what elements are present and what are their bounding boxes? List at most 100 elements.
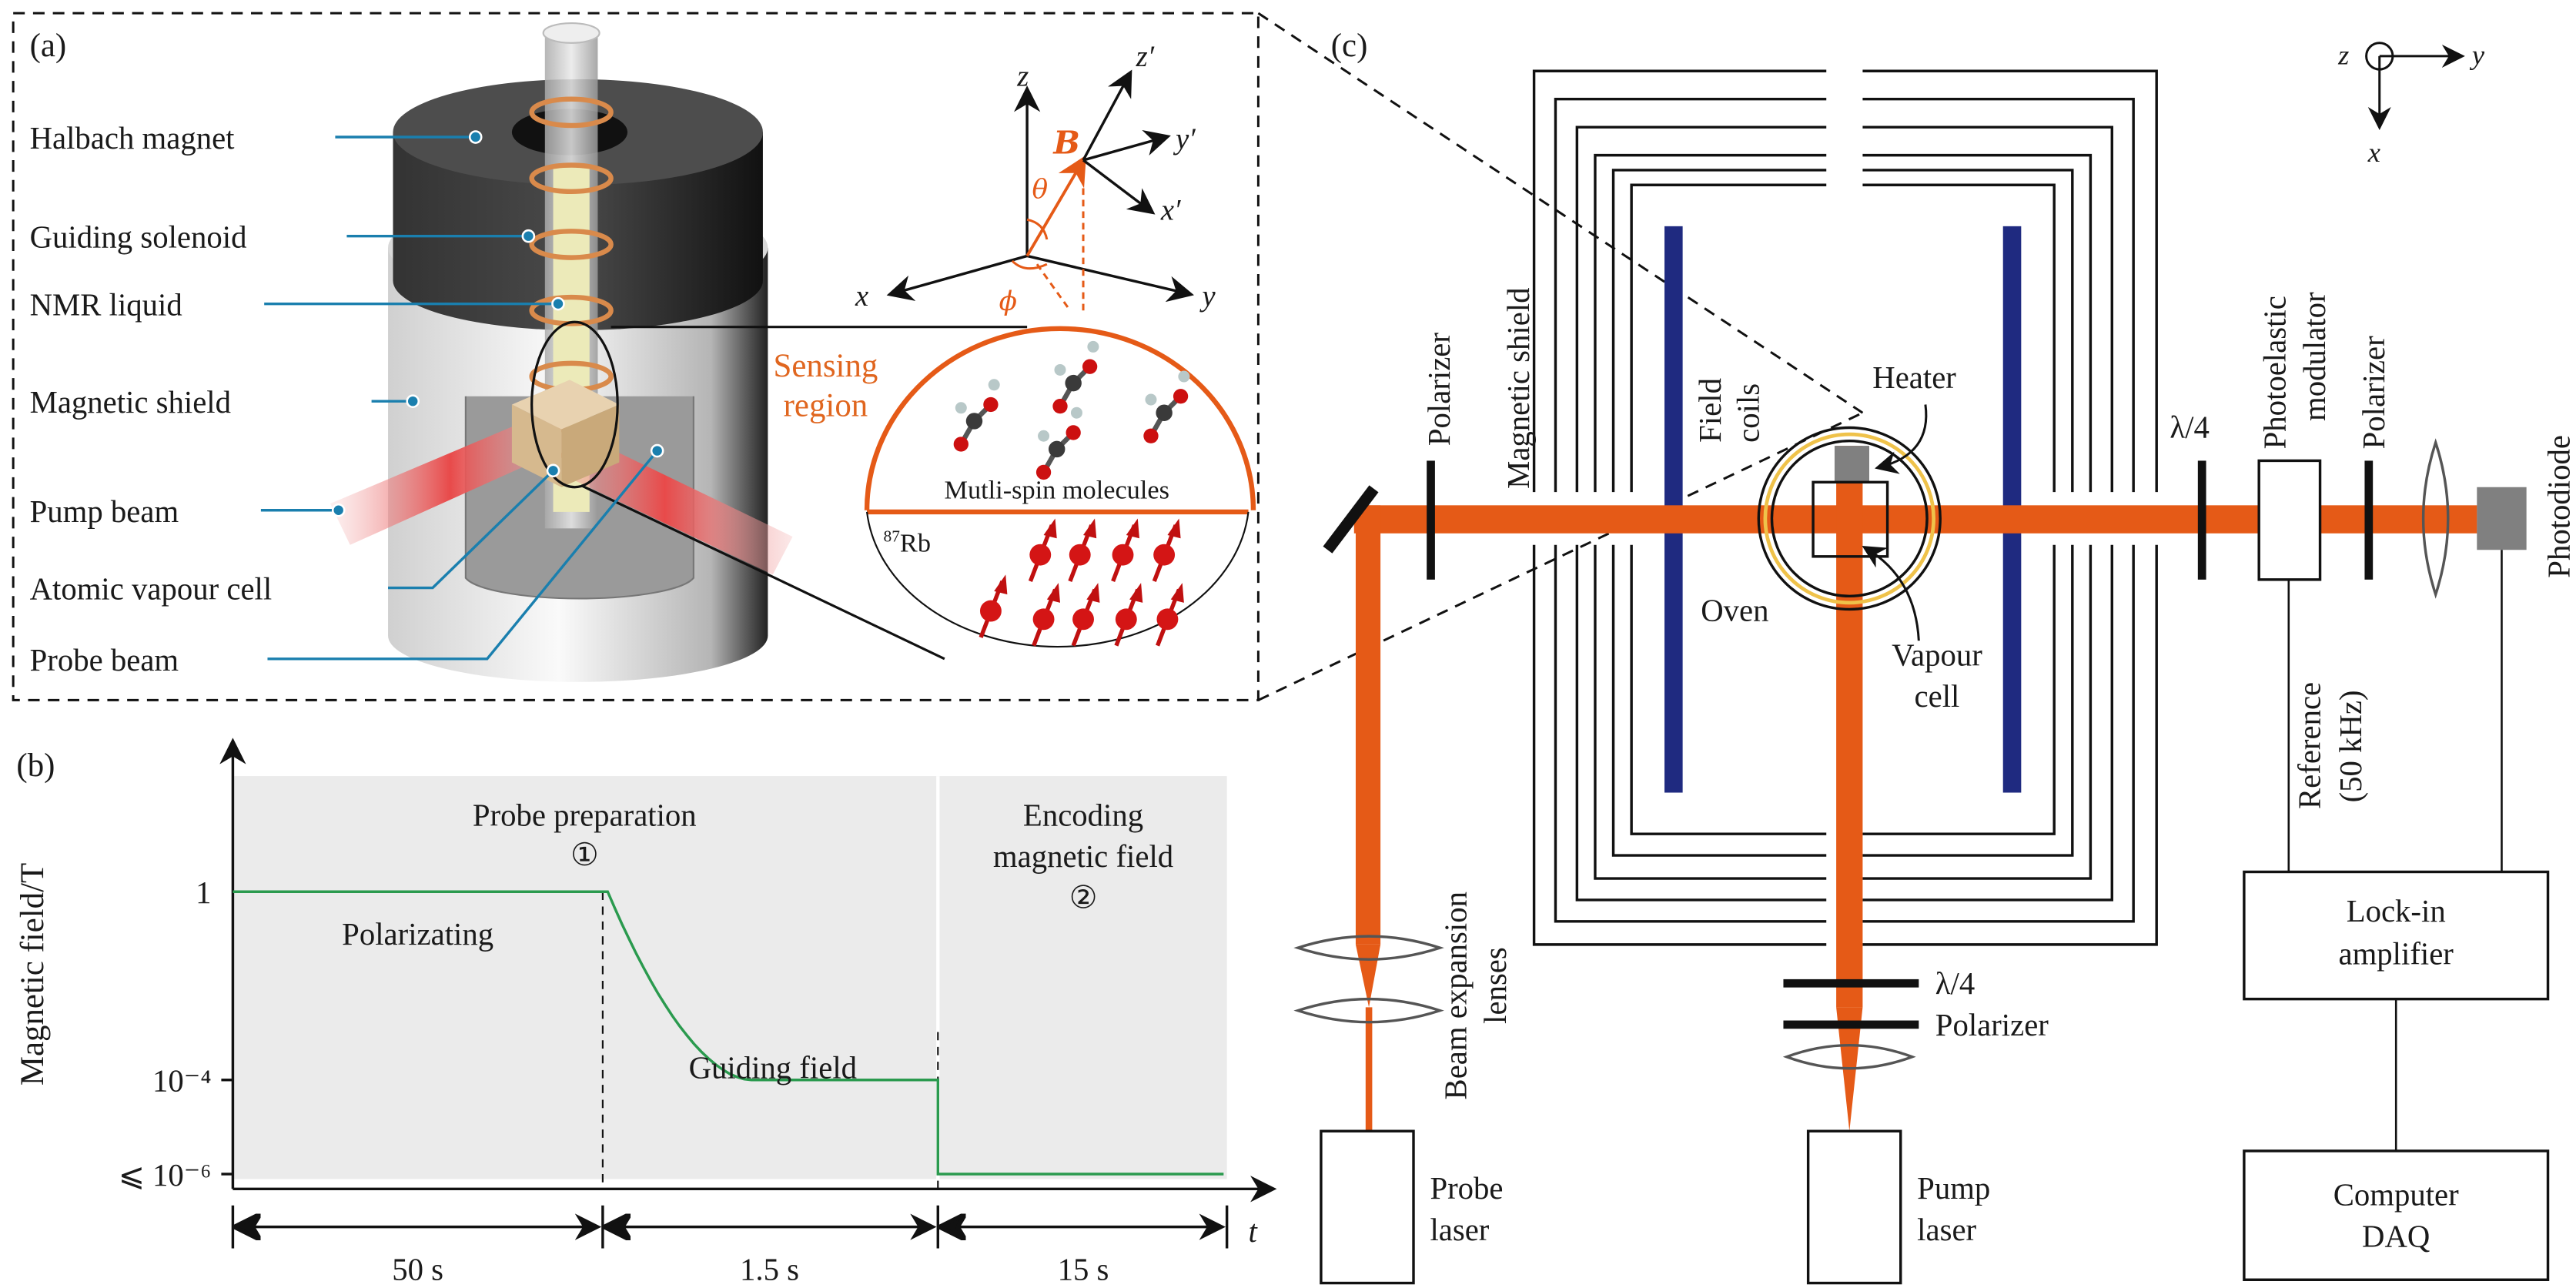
carbon-atom [965,413,983,430]
coordinate-indicator: z y x [2337,40,2485,169]
y-tick-label: 1 [196,875,211,910]
hydrogen-atom [988,379,1000,391]
label-magnetic-shield: Magnetic shield [30,385,231,420]
spin-arrowhead [1046,583,1061,603]
panel-a-tag: (a) [30,28,67,64]
signal-wires [2287,550,2503,1151]
spin-arrowhead [1083,518,1097,539]
label-x: x [855,280,868,313]
y-axis-label: Magnetic field/T [15,863,51,1086]
carbon-atom [1065,374,1082,392]
label-polarizer-left: Polarizer [1422,333,1457,447]
projection-line-2 [1035,263,1072,312]
hydrogen-atom [1178,370,1190,383]
label-heater: Heater [1872,360,1956,395]
spin-arrowhead [1043,518,1057,539]
y-tick-label: 10⁻⁴ [152,1064,211,1099]
callout-dots [331,130,664,517]
theta-arc [1026,218,1049,240]
sensing-region-inset: Sensing region Mutli-spin molecules 87Rb [774,326,1256,648]
coord-x: x [2367,137,2380,168]
hydrogen-atom [1054,363,1066,376]
shield-layer [1594,153,2093,880]
rb-atom [1156,608,1179,631]
magnetic-shield-layers [1532,69,2158,946]
spin-arrowhead [994,574,1008,595]
zoom-link-bottom [1257,411,1864,701]
vapour-cell-top [511,380,620,430]
vapour-cell [1812,480,1889,558]
rb-arc [865,511,1250,648]
duration-3: 15 s [1058,1252,1109,1286]
rb-atom [979,600,1002,622]
hydrogen-atom [1038,430,1050,442]
spin-arrowhead [1167,518,1181,539]
panel-c: (c) [1257,12,2576,1285]
xp-axis [1082,159,1156,215]
rb-atom [1029,544,1052,566]
sensing-region-label-2: region [784,388,868,424]
polarizer-right [2364,460,2374,580]
probe-laser [1320,1129,1415,1285]
label-guiding-solenoid: Guiding solenoid [30,220,247,255]
zoom-link-top [1257,12,1864,414]
callout-labels: Halbach magnet Guiding solenoid NMR liqu… [30,121,273,677]
label-vapour-cell-2: cell [1915,679,1960,714]
quarter-wave-plate-pump [1783,979,1919,988]
y-axis [1026,254,1194,303]
zoom-line-bottom [580,484,945,661]
shield-layer [1611,169,2074,857]
oven-outer [1757,426,1942,611]
label-photodiode: Photodiode [2541,435,2576,578]
rb-spin-group [979,518,1184,647]
panel-a-border [12,12,1260,701]
x-axis [886,254,1028,301]
apparatus-illustration [330,22,1028,682]
label-pump-laser-2: laser [1917,1213,1976,1247]
duration-arrows [231,1205,1229,1249]
annotation-encoding: Encoding [1023,798,1143,832]
field-trace [233,890,1224,1176]
beam-expansion-lens-2 [1293,997,1444,1024]
label-y: y [1199,280,1216,313]
panel-c-tag: (c) [1331,28,1368,64]
panel-b-tag: (b) [16,748,55,784]
annotation-marker-2: ② [1069,881,1098,915]
spin-arrowhead [1170,583,1184,603]
label-polarizer-pump: Polarizer [1935,1008,2049,1042]
label-probe-laser-2: laser [1430,1213,1489,1247]
vapour-cell-pointer [1862,546,1920,641]
label-reference-1: Reference [2293,682,2327,809]
annotation-polarizating: Polarizating [342,917,493,952]
label-phi: ϕ [999,286,1017,317]
oxygen-atom [1066,425,1081,440]
label-probe-beam: Probe beam [30,643,179,677]
y-tick-label: ⩽ 10⁻⁶ [119,1158,212,1193]
molecule-group [953,340,1190,480]
label-pem-1: Photoelastic [2258,296,2293,449]
probe-beam-narrow [1365,1007,1373,1132]
label-yp: y′ [1173,123,1196,156]
oxygen-atom [1082,359,1098,374]
label-z: z [1016,61,1029,93]
heater-block [1834,446,1869,483]
label-quarter-wave-right: λ/4 [2170,410,2209,444]
label-quarter-wave-pump: λ/4 [1935,966,1975,1001]
rb-atom [1069,544,1091,566]
rb-atom [1072,608,1094,631]
label-beam-expansion-2: lenses [1478,947,1513,1024]
label-magnetic-shield: Magnetic shield [1501,287,1536,488]
quarter-wave-plate-right [2197,460,2206,580]
label-halbach-magnet: Halbach magnet [30,121,236,156]
annotation-encoding-2: magnetic field [993,839,1173,874]
carbon-atom [1156,404,1173,421]
probe-beam-vertical [1355,505,1381,945]
carbon-atom [1048,440,1066,458]
photodiode [2477,487,2527,550]
spin-arrowhead [1129,583,1143,603]
beam-expansion-lens-1 [1293,935,1444,961]
oven-inner [1770,439,1929,598]
coordinate-frame: z z′ y′ x′ x y B θ ϕ [855,41,1216,317]
oxygen-atom [1035,464,1052,480]
